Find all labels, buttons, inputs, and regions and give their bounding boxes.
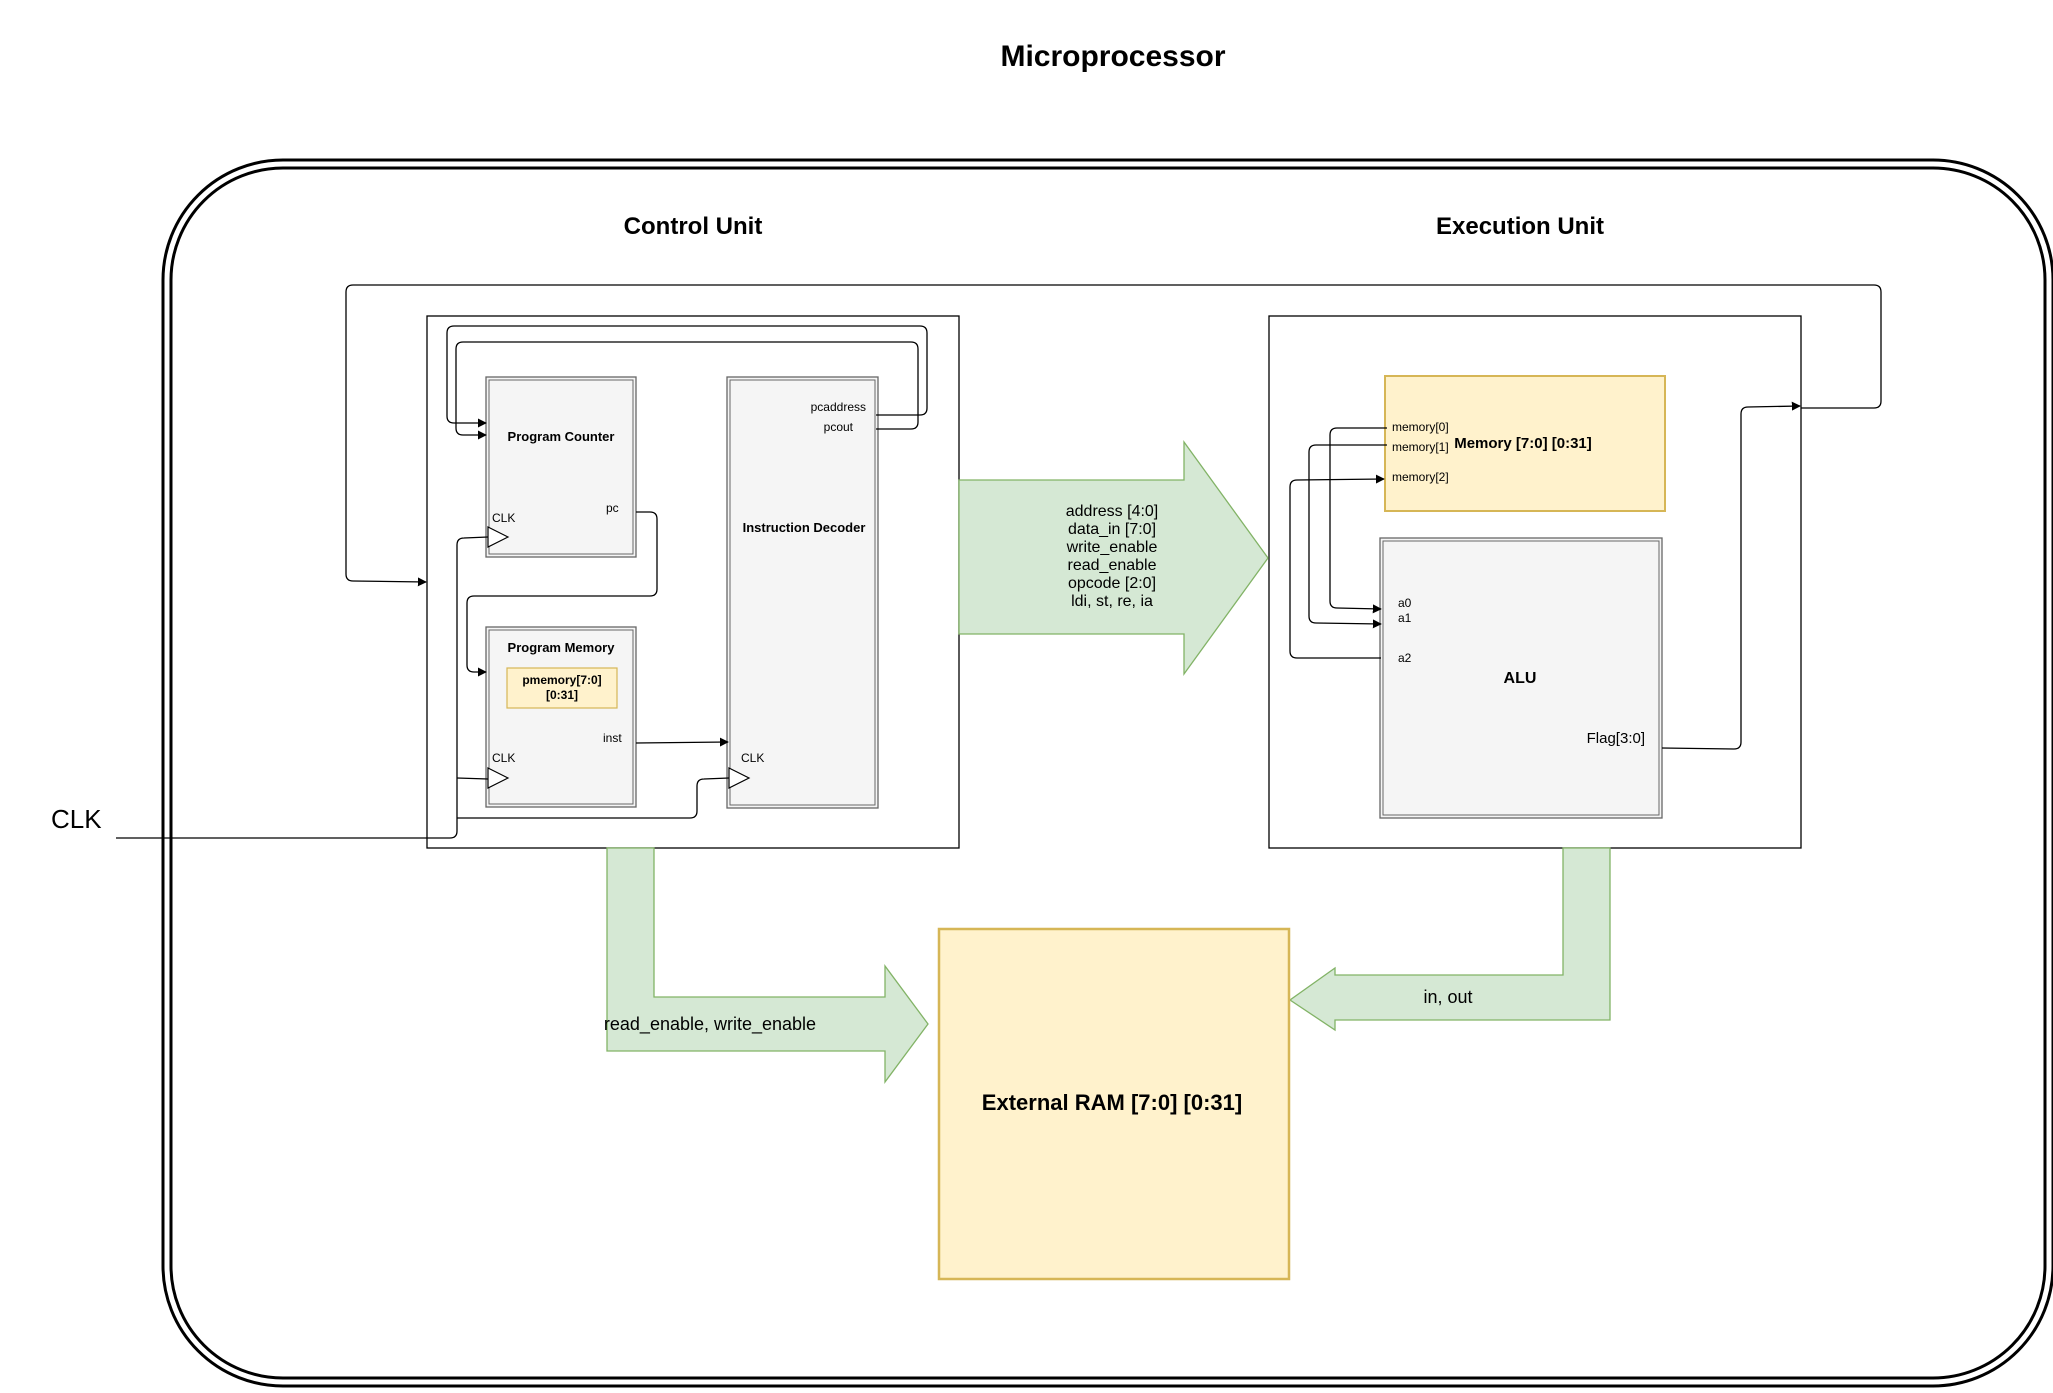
memory-port-0: memory[0] <box>1392 420 1449 434</box>
program-memory-block: Program Memory pmemory[7:0] [0:31] CLK i… <box>485 626 637 808</box>
external-ram-block: External RAM [7:0] [0:31] <box>937 927 1291 1281</box>
pmemory-box <box>506 667 618 709</box>
control-bus-line-0: address [4:0] <box>1066 503 1159 520</box>
memory1-to-a1-wire <box>1308 444 1387 629</box>
pcaddress-feedback-wire <box>446 325 928 428</box>
clock-to-program-memory <box>456 777 489 780</box>
control-bus-labels: address [4:0] data_in [7:0] write_enable… <box>1066 503 1159 610</box>
pmemory-label-line2: [0:31] <box>546 688 578 702</box>
program-memory-clock-triangle <box>487 767 510 789</box>
control-bus-line-3: read_enable <box>1068 557 1157 574</box>
diagram-title: Microprocessor <box>1000 40 1225 73</box>
ram-data-bus-arrow-shape <box>1288 847 1611 1032</box>
program-counter-clk-label: CLK <box>492 511 515 525</box>
control-bus-line-4: opcode [2:0] <box>1068 575 1156 592</box>
ram-data-bus-label: in, out <box>1423 987 1472 1007</box>
program-counter-pc-port: pc <box>606 501 619 515</box>
memory-label: Memory [7:0] [0:31] <box>1454 435 1592 452</box>
program-memory-clk-label: CLK <box>492 751 515 765</box>
alu-flag-port: Flag[3:0] <box>1587 730 1645 747</box>
flag-feedback-line <box>345 284 1882 587</box>
clock-label: CLK <box>51 804 102 834</box>
pc-to-program-memory-wire <box>466 511 658 677</box>
memory0-to-a0-wire <box>1329 427 1387 614</box>
ram-control-bus-label: read_enable, write_enable <box>604 1014 816 1035</box>
clock-to-decoder <box>457 777 730 819</box>
program-memory-label: Program Memory <box>508 640 616 655</box>
alu-input-a2: a2 <box>1398 651 1412 665</box>
memory-port-1: memory[1] <box>1392 440 1449 454</box>
flag-to-output-wire <box>1661 401 1801 750</box>
memory-block: Memory [7:0] [0:31] memory[0] memory[1] … <box>1384 375 1666 512</box>
execution-unit-title: Execution Unit <box>1436 213 1604 240</box>
ram-control-bus-arrow <box>606 847 929 1084</box>
alu-input-a1: a1 <box>1398 611 1412 625</box>
pcout-feedback-wire <box>455 341 919 440</box>
alu-input-a0: a0 <box>1398 596 1412 610</box>
control-bus-line-5: ldi, st, re, ia <box>1071 593 1153 610</box>
instruction-decoder-label: Instruction Decoder <box>743 520 866 535</box>
external-ram-label: External RAM [7:0] [0:31] <box>982 1090 1242 1115</box>
microprocessor-boundary-inner <box>169 166 2047 1380</box>
microprocessor-boundary <box>161 158 2053 1388</box>
instruction-decoder-clk-label: CLK <box>741 751 764 765</box>
program-counter-label: Program Counter <box>508 429 615 444</box>
inst-to-decoder-wire <box>635 737 729 747</box>
memory-port-2: memory[2] <box>1392 470 1449 484</box>
pmemory-label-line1: pmemory[7:0] <box>522 673 601 687</box>
clock-line <box>116 536 489 839</box>
instruction-decoder-block: Instruction Decoder pcaddress pcout CLK <box>726 376 879 809</box>
control-bus-arrow <box>958 439 1269 677</box>
alu-label: ALU <box>1504 670 1537 687</box>
alu-block: ALU a0 a1 a2 Flag[3:0] <box>1379 537 1663 819</box>
instruction-decoder-pcaddress-port: pcaddress <box>811 400 866 414</box>
instruction-decoder-pcout-port: pcout <box>824 420 854 434</box>
program-counter-block: Program Counter CLK pc <box>485 376 637 558</box>
control-bus-line-2: write_enable <box>1066 539 1158 556</box>
program-memory-inst-port: inst <box>603 731 622 745</box>
control-unit-title: Control Unit <box>624 213 763 240</box>
a2-to-memory2-wire <box>1289 474 1385 659</box>
control-bus-line-1: data_in [7:0] <box>1068 521 1156 538</box>
